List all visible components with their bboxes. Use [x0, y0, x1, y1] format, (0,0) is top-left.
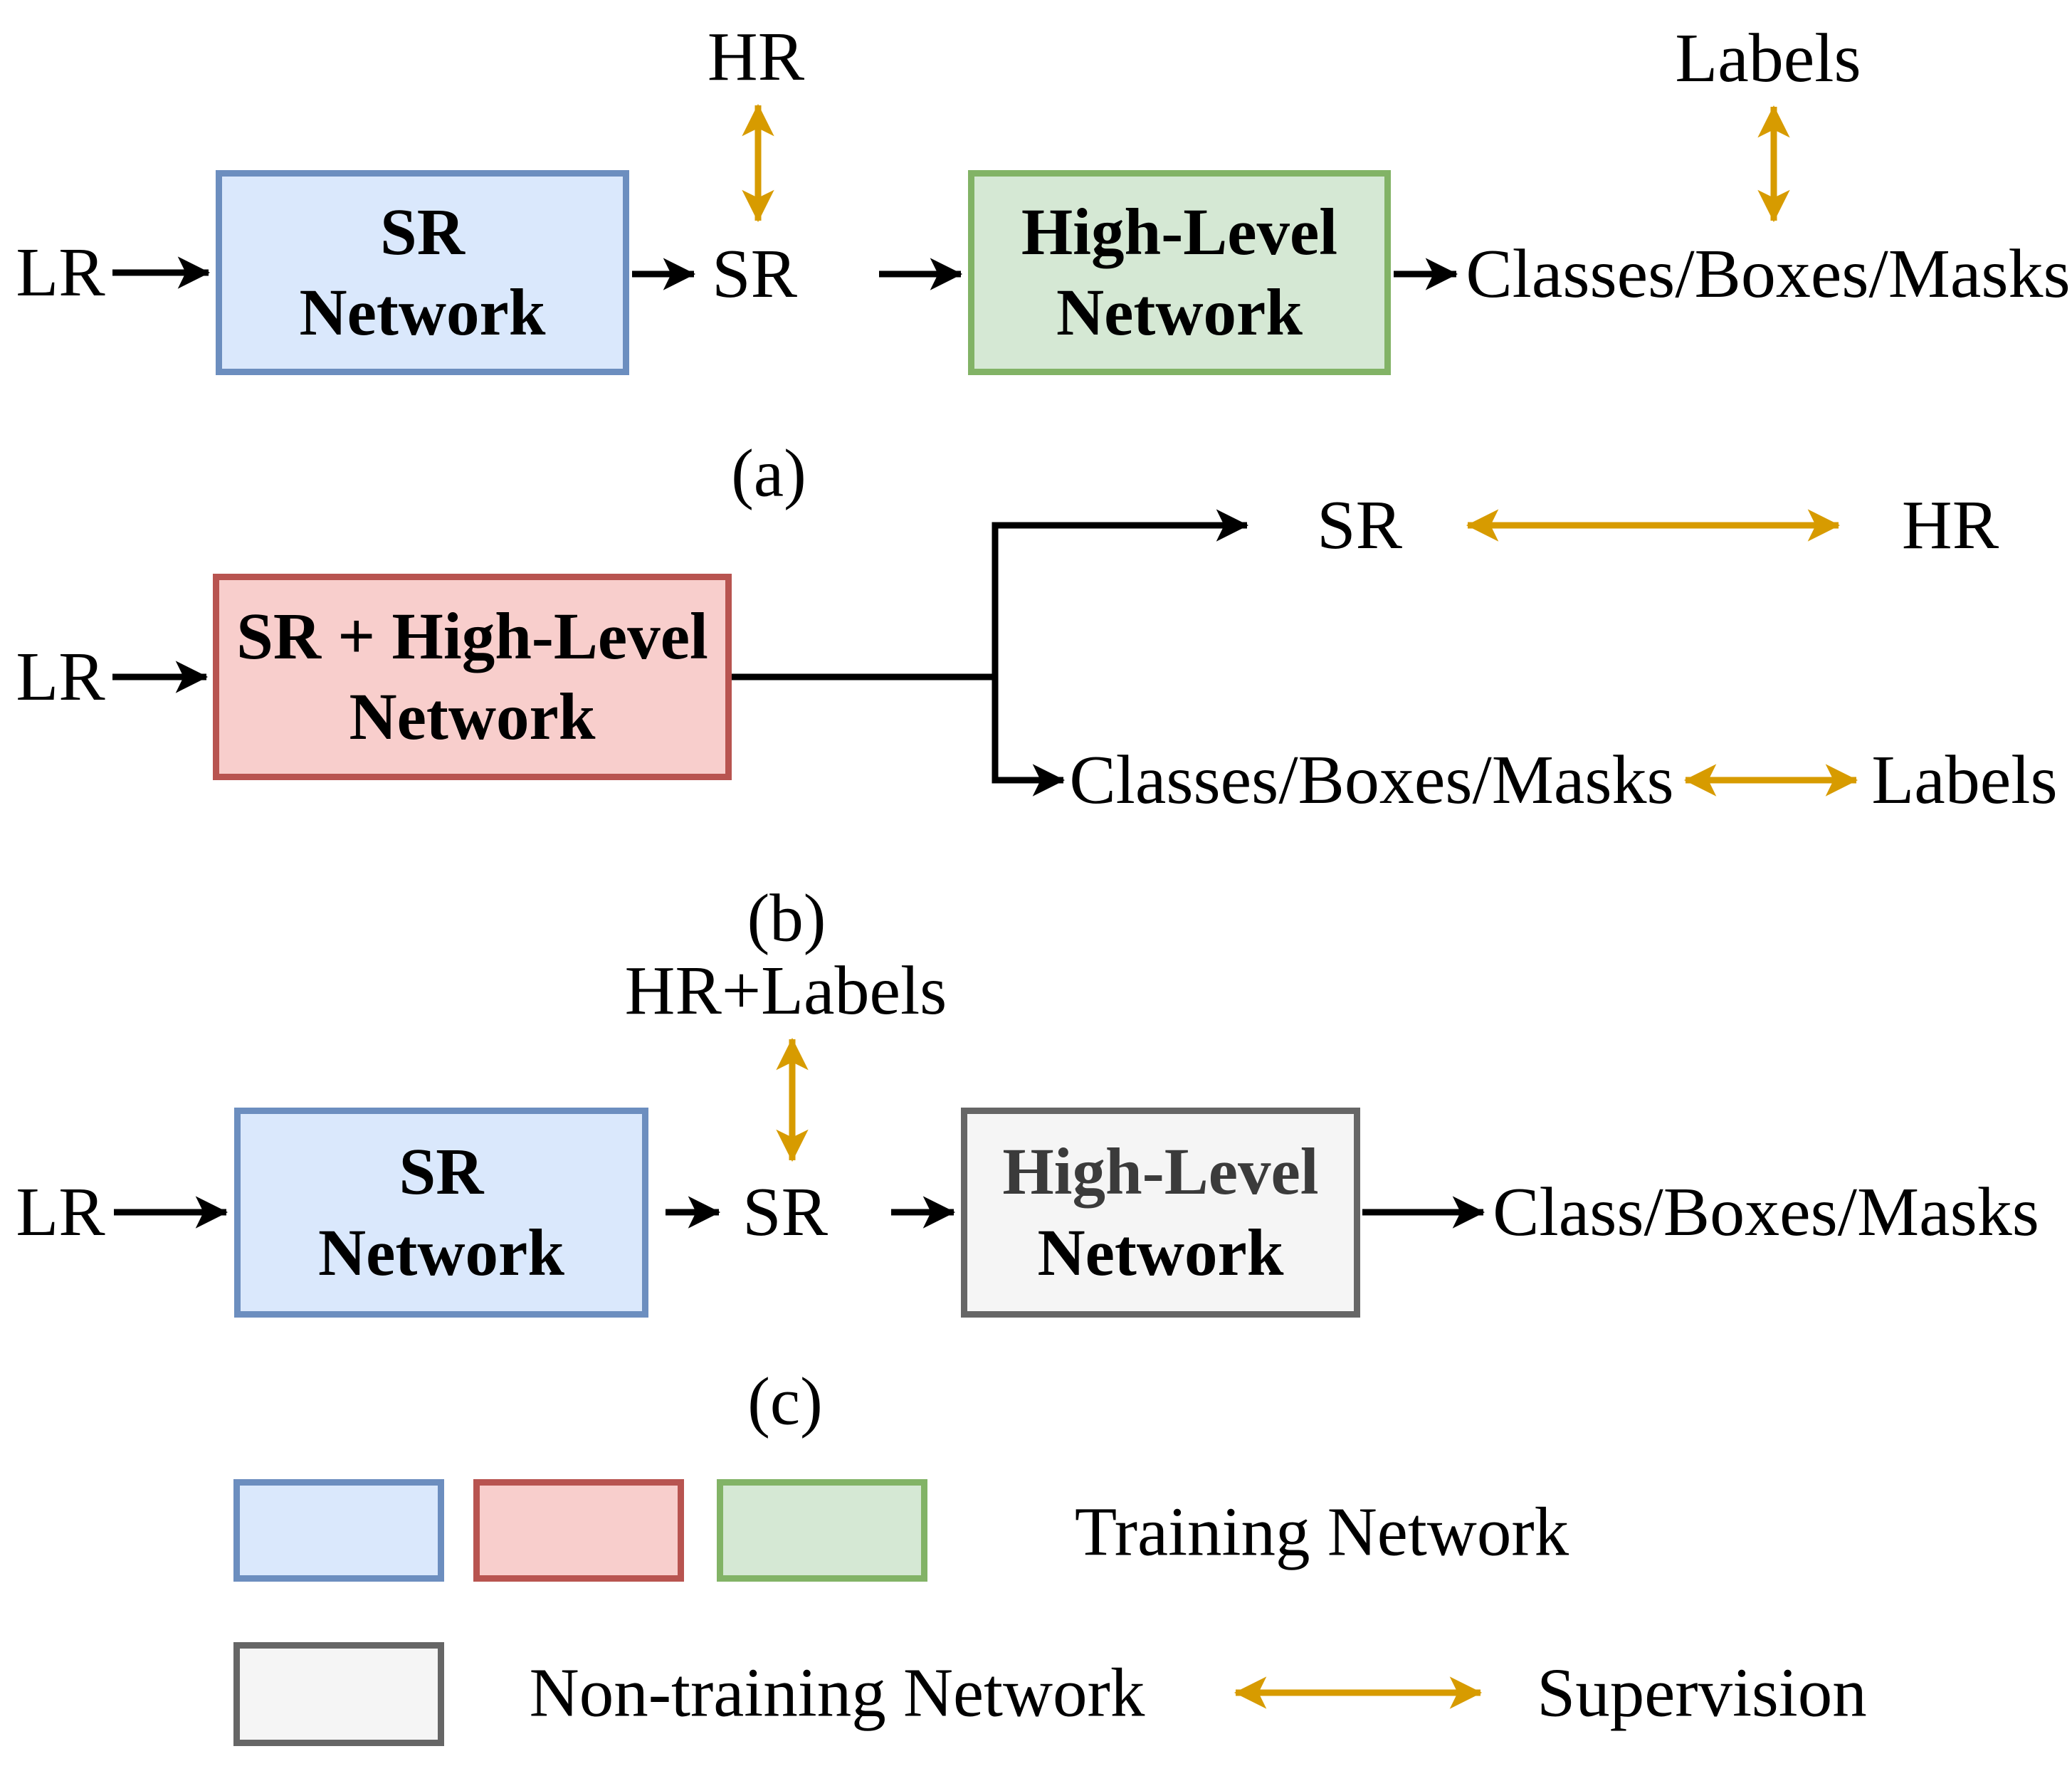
- sr-network-box-a: SR Network: [216, 170, 629, 375]
- sr-output-label-b: SR: [1317, 487, 1402, 564]
- legend-supervision-label: Supervision: [1537, 1654, 1867, 1731]
- arrow-b-junction-to-output: [992, 677, 1066, 797]
- hr-labels-supervision-label-c: HR+Labels: [624, 952, 947, 1029]
- legend-green-swatch: [717, 1479, 927, 1582]
- hr-supervision-label-a: HR: [707, 19, 805, 95]
- legend-red-swatch: [473, 1479, 684, 1582]
- sr-network-box-c-line2: Network: [317, 1216, 565, 1290]
- output-label-c: Class/Boxes/Masks: [1493, 1174, 2039, 1251]
- combined-box-b-line2: Network: [349, 680, 596, 754]
- sr-output-label-a: SR: [712, 236, 797, 312]
- sr-network-box-a-line2: Network: [299, 276, 546, 350]
- sr-network-box-a-line1: SR: [380, 195, 465, 269]
- hr-supervision-label-b: HR: [1901, 487, 1999, 564]
- output-label-a: Classes/Boxes/Masks: [1466, 236, 2071, 312]
- output-label-b: Classes/Boxes/Masks: [1069, 742, 1674, 819]
- lr-input-label-a: LR: [16, 234, 105, 311]
- arrow-b-junction-to-sr: [992, 509, 1249, 677]
- sr-network-box-c-line1: SR: [399, 1135, 484, 1209]
- panel-c-caption: (c): [747, 1363, 823, 1439]
- high-level-network-box-a: High-Level Network: [968, 170, 1391, 375]
- lr-input-label-c: LR: [16, 1174, 105, 1251]
- panel-a-caption: (a): [731, 435, 806, 511]
- panel-b-caption: (b): [747, 880, 826, 956]
- legend-gray-swatch: [233, 1642, 444, 1746]
- legend-blue-swatch: [233, 1479, 444, 1582]
- high-level-box-c-line2: Network: [1037, 1216, 1284, 1290]
- combined-box-b-line1: SR + High-Level: [236, 599, 708, 673]
- labels-supervision-label-b: Labels: [1871, 742, 2058, 819]
- high-level-box-a-line1: High-Level: [1021, 195, 1338, 269]
- labels-supervision-label-a: Labels: [1675, 20, 1861, 97]
- legend-non-training-network-label: Non-training Network: [529, 1654, 1145, 1731]
- sr-network-box-c: SR Network: [234, 1108, 648, 1318]
- high-level-network-box-c: High-Level Network: [961, 1108, 1360, 1318]
- high-level-box-a-line2: Network: [1056, 276, 1303, 350]
- lr-input-label-b: LR: [16, 638, 105, 715]
- high-level-box-c-line1: High-Level: [1002, 1135, 1319, 1209]
- sr-output-label-c: SR: [742, 1174, 828, 1251]
- legend-training-network-label: Training Network: [1074, 1493, 1569, 1570]
- combined-network-box-b: SR + High-Level Network: [213, 574, 732, 780]
